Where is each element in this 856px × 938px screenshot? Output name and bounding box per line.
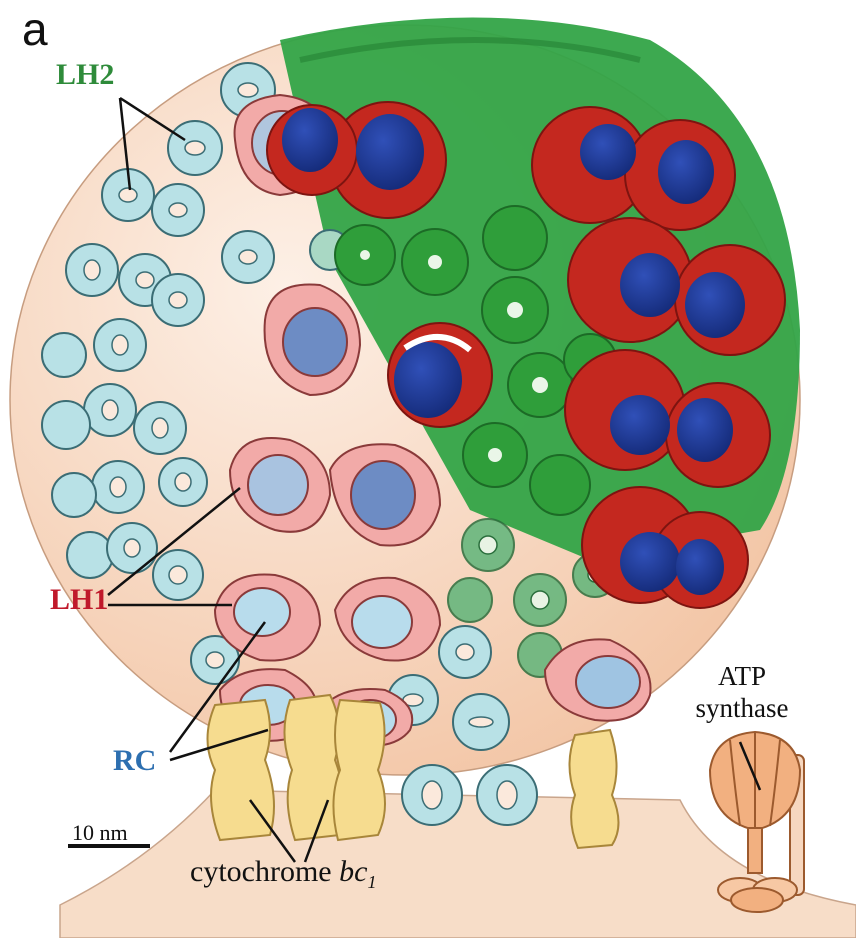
label-lh2: LH2 (56, 58, 114, 92)
scale-bar-label: 10 nm (72, 820, 128, 846)
cyto-italic: bc (339, 855, 367, 888)
label-atp-line1: ATP (682, 660, 802, 692)
atp-synthase (710, 732, 804, 912)
label-lh1: LH1 (50, 583, 108, 617)
cyto-sub: 1 (367, 872, 376, 892)
label-rc: RC (113, 744, 156, 778)
panel-label: a (22, 2, 48, 56)
cyto-text: cytochrome (190, 855, 339, 888)
label-atp-synthase: ATP synthase (682, 660, 802, 724)
label-cytochrome-bc1: cytochrome bc1 (190, 855, 376, 893)
label-atp-line2: synthase (682, 692, 802, 724)
